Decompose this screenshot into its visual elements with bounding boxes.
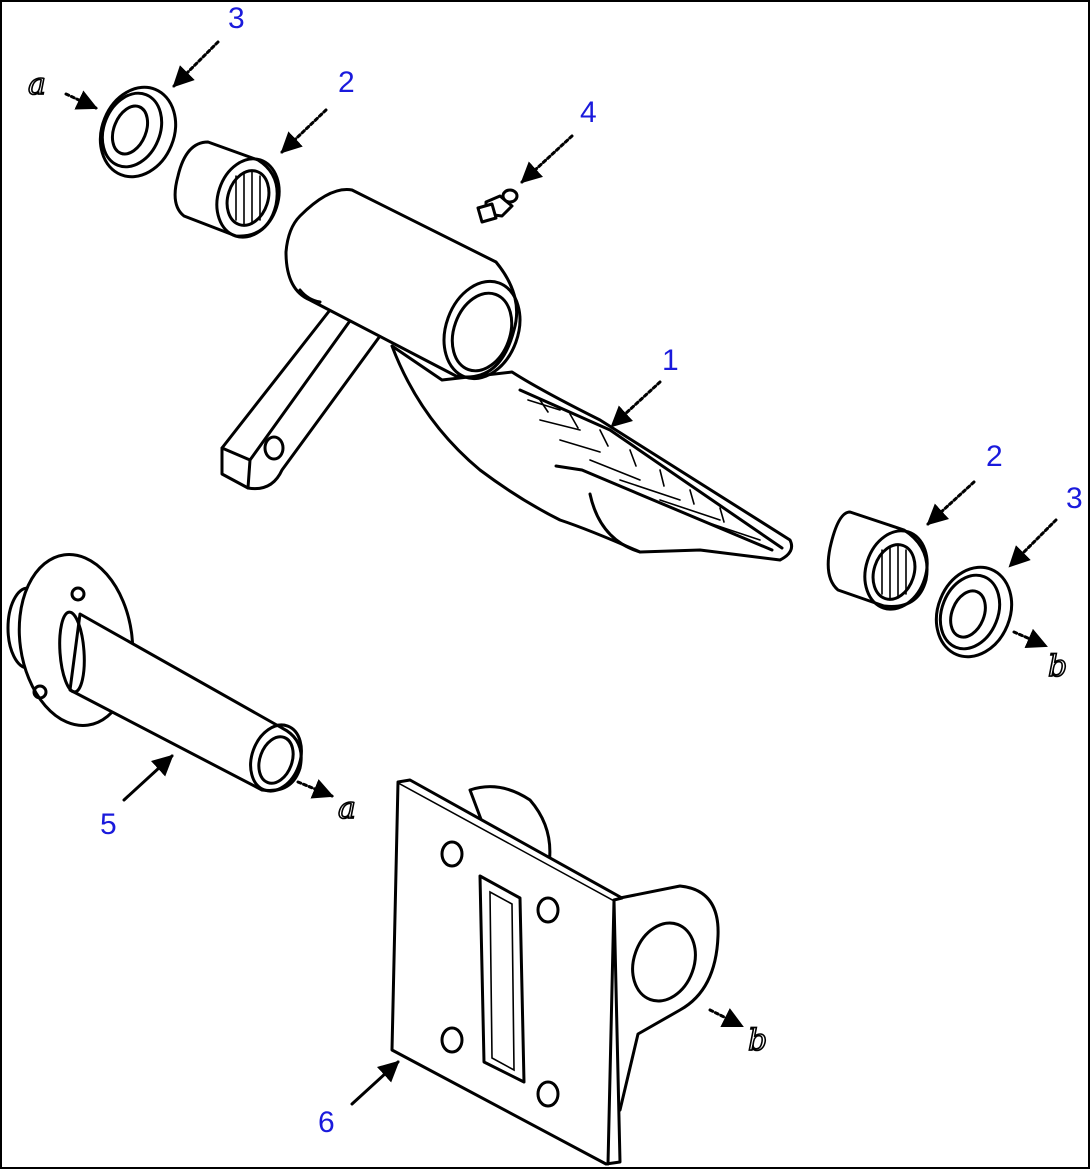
callout-3-right: 3 [1066, 482, 1083, 515]
callout-4: 4 [580, 96, 597, 129]
grease-fitting [476, 188, 519, 224]
mounting-bracket [390, 778, 720, 1166]
pedal-arm [220, 188, 794, 562]
ref-b-right: b [1048, 649, 1067, 684]
callout-3-top: 3 [228, 2, 245, 35]
bearing-top-left [173, 140, 281, 239]
ref-b-bottom: b [748, 1023, 767, 1058]
callout-2-top: 2 [338, 66, 355, 99]
callout-2-right: 2 [986, 440, 1003, 473]
ref-a-top: a [28, 67, 46, 102]
ref-a-bottom: a [338, 791, 356, 826]
callout-5: 5 [100, 808, 117, 841]
bearing-right [826, 510, 929, 611]
shaft-with-flange [6, 552, 303, 793]
seal-top-left [98, 85, 178, 179]
seal-right [934, 565, 1014, 659]
callout-1: 1 [662, 344, 679, 377]
callout-6: 6 [318, 1106, 335, 1139]
leader-arrows [64, 40, 1058, 1106]
